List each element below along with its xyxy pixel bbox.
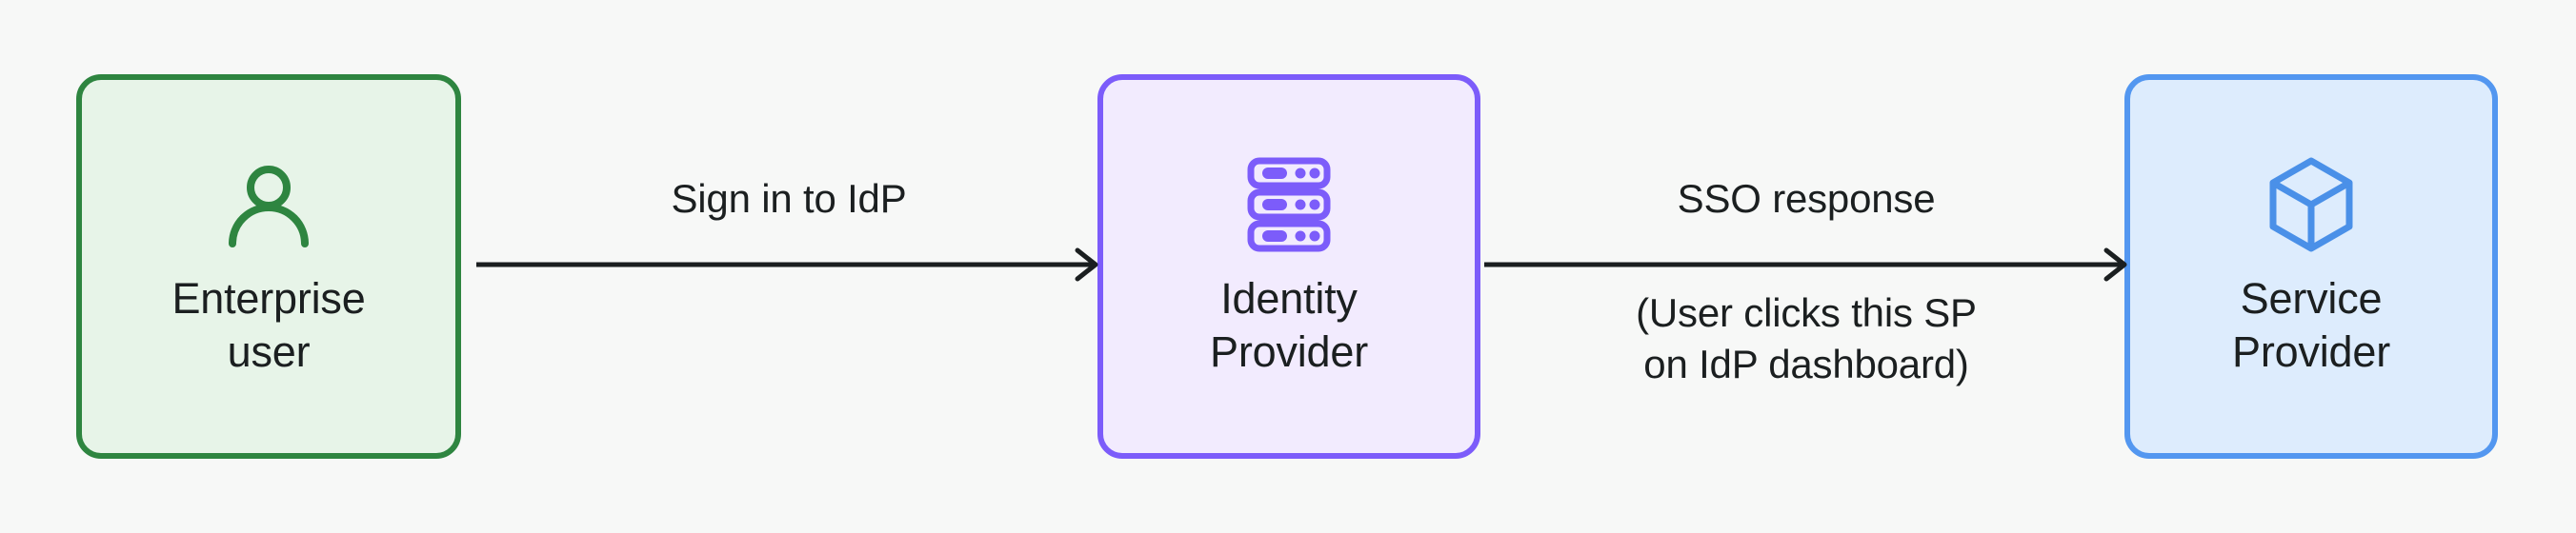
edge-user-to-idp bbox=[476, 247, 1099, 282]
cube-icon bbox=[2264, 155, 2359, 259]
node-service-provider[interactable]: Service Provider bbox=[2124, 74, 2498, 459]
edge-label-sso-response-note: (User clicks this SP on IdP dashboard) bbox=[1636, 290, 1977, 386]
node-label-identity-provider: Identity Provider bbox=[1210, 273, 1368, 376]
node-label-enterprise-user: Enterprise user bbox=[171, 273, 366, 376]
node-enterprise-user[interactable]: Enterprise user bbox=[76, 74, 461, 459]
edge-label-sso-response: SSO response bbox=[1677, 176, 1936, 221]
edge-idp-to-sp bbox=[1484, 247, 2128, 282]
node-label-service-provider: Service Provider bbox=[2232, 273, 2390, 376]
node-identity-provider[interactable]: Identity Provider bbox=[1097, 74, 1480, 459]
server-rack-icon bbox=[1243, 155, 1335, 259]
user-icon bbox=[219, 155, 318, 259]
edge-label-sign-in-to-idp: Sign in to IdP bbox=[671, 176, 907, 221]
